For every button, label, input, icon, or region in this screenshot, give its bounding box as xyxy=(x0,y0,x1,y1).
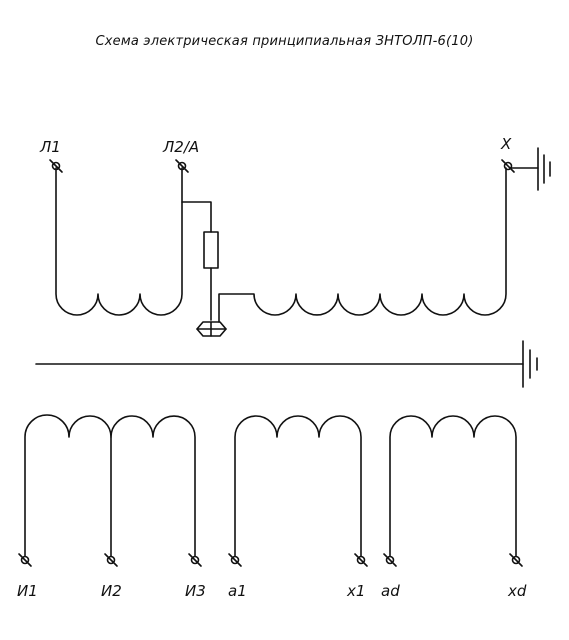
terminal-label: X xyxy=(500,135,512,153)
terminal-i2: И2 xyxy=(101,553,122,600)
terminal-label: a1 xyxy=(228,582,247,600)
magnetic-core xyxy=(35,340,538,388)
terminal-label: ad xyxy=(381,582,400,600)
terminal-i3: И3 xyxy=(185,553,206,600)
terminal-label: Л1 xyxy=(39,138,61,156)
primary-winding xyxy=(55,147,551,337)
terminal-label: xd xyxy=(507,582,527,600)
terminal-label: И2 xyxy=(101,582,122,600)
diagram-title: Схема электрическая принципиальная ЗНТОЛ… xyxy=(95,34,474,49)
terminal-label: И1 xyxy=(17,582,38,600)
ground-symbol-top xyxy=(537,147,551,191)
terminal-label: И3 xyxy=(185,582,206,600)
terminal-xd: xd xyxy=(507,553,527,600)
secondary-winding-1 xyxy=(24,414,196,557)
terminal-ad: ad xyxy=(381,553,400,600)
terminal-label: Л2/А xyxy=(162,138,199,156)
terminal-x: X xyxy=(500,135,515,173)
terminal-a1: a1 xyxy=(228,553,247,600)
secondary-winding-2 xyxy=(234,415,362,557)
terminal-label: x1 xyxy=(346,582,365,600)
terminal-x1: x1 xyxy=(346,553,368,600)
terminal-l1: Л1 xyxy=(39,138,63,173)
resistor xyxy=(203,231,219,269)
ground-symbol-core xyxy=(522,340,538,388)
terminal-i1: И1 xyxy=(17,553,38,600)
terminal-l2a: Л2/А xyxy=(162,138,199,173)
secondary-winding-3 xyxy=(389,415,517,557)
